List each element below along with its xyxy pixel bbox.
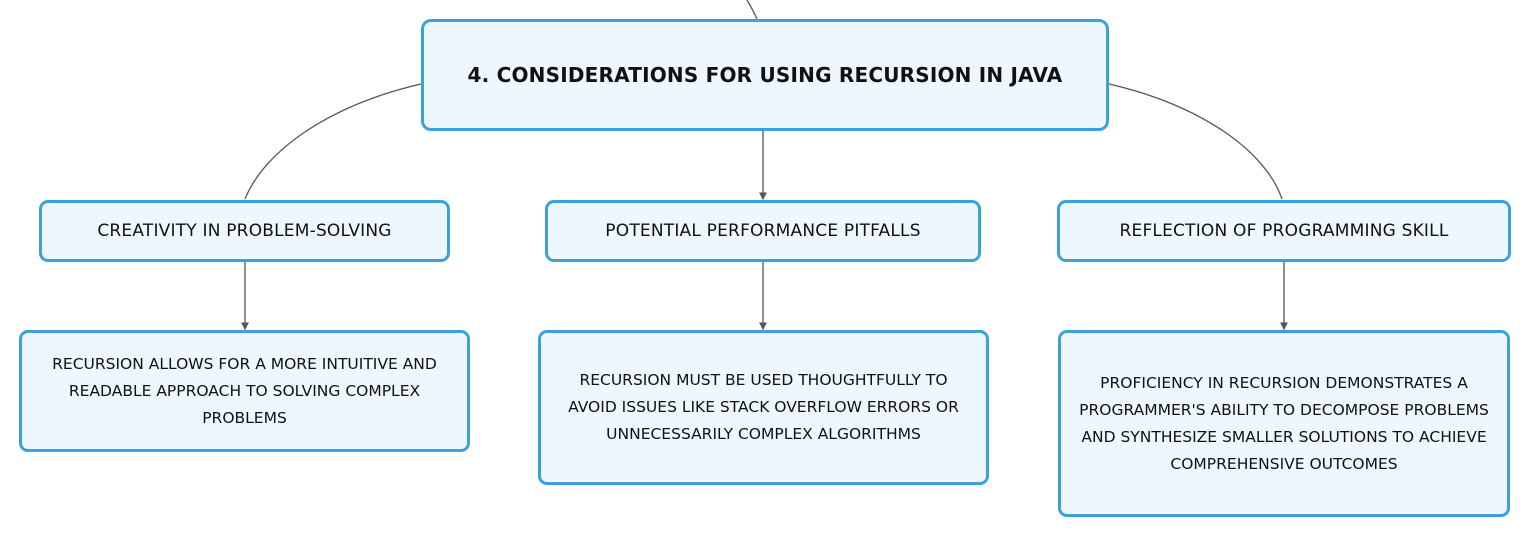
root-topic-node[interactable]: 4. CONSIDERATIONS FOR USING RECURSION IN… [421,19,1109,131]
leaf-text: RECURSION ALLOWS FOR A MORE INTUITIVE AN… [52,354,437,427]
leaf-node-performance-detail[interactable]: RECURSION MUST BE USED THOUGHTFULLY TO A… [538,330,989,485]
branch-node-creativity[interactable]: CREATIVITY IN PROBLEM-SOLVING [39,200,450,262]
leaf-text: PROFICIENCY IN RECURSION DEMONSTRATES A … [1079,373,1489,473]
root-topic-label: 4. CONSIDERATIONS FOR USING RECURSION IN… [467,63,1063,87]
connector-root-to-branch-1 [244,83,422,200]
leaf-node-skill-detail[interactable]: PROFICIENCY IN RECURSION DEMONSTRATES A … [1058,330,1510,517]
connector-root-to-branch-3 [1108,83,1283,200]
connector-parent-to-root [746,0,758,20]
branch-label: CREATIVITY IN PROBLEM-SOLVING [97,221,392,241]
branch-node-performance[interactable]: POTENTIAL PERFORMANCE PITFALLS [545,200,981,262]
leaf-node-creativity-detail[interactable]: RECURSION ALLOWS FOR A MORE INTUITIVE AN… [19,330,470,452]
branch-label: POTENTIAL PERFORMANCE PITFALLS [605,221,921,241]
branch-label: REFLECTION OF PROGRAMMING SKILL [1119,221,1449,241]
branch-node-skill[interactable]: REFLECTION OF PROGRAMMING SKILL [1057,200,1511,262]
leaf-text: RECURSION MUST BE USED THOUGHTFULLY TO A… [568,371,959,443]
